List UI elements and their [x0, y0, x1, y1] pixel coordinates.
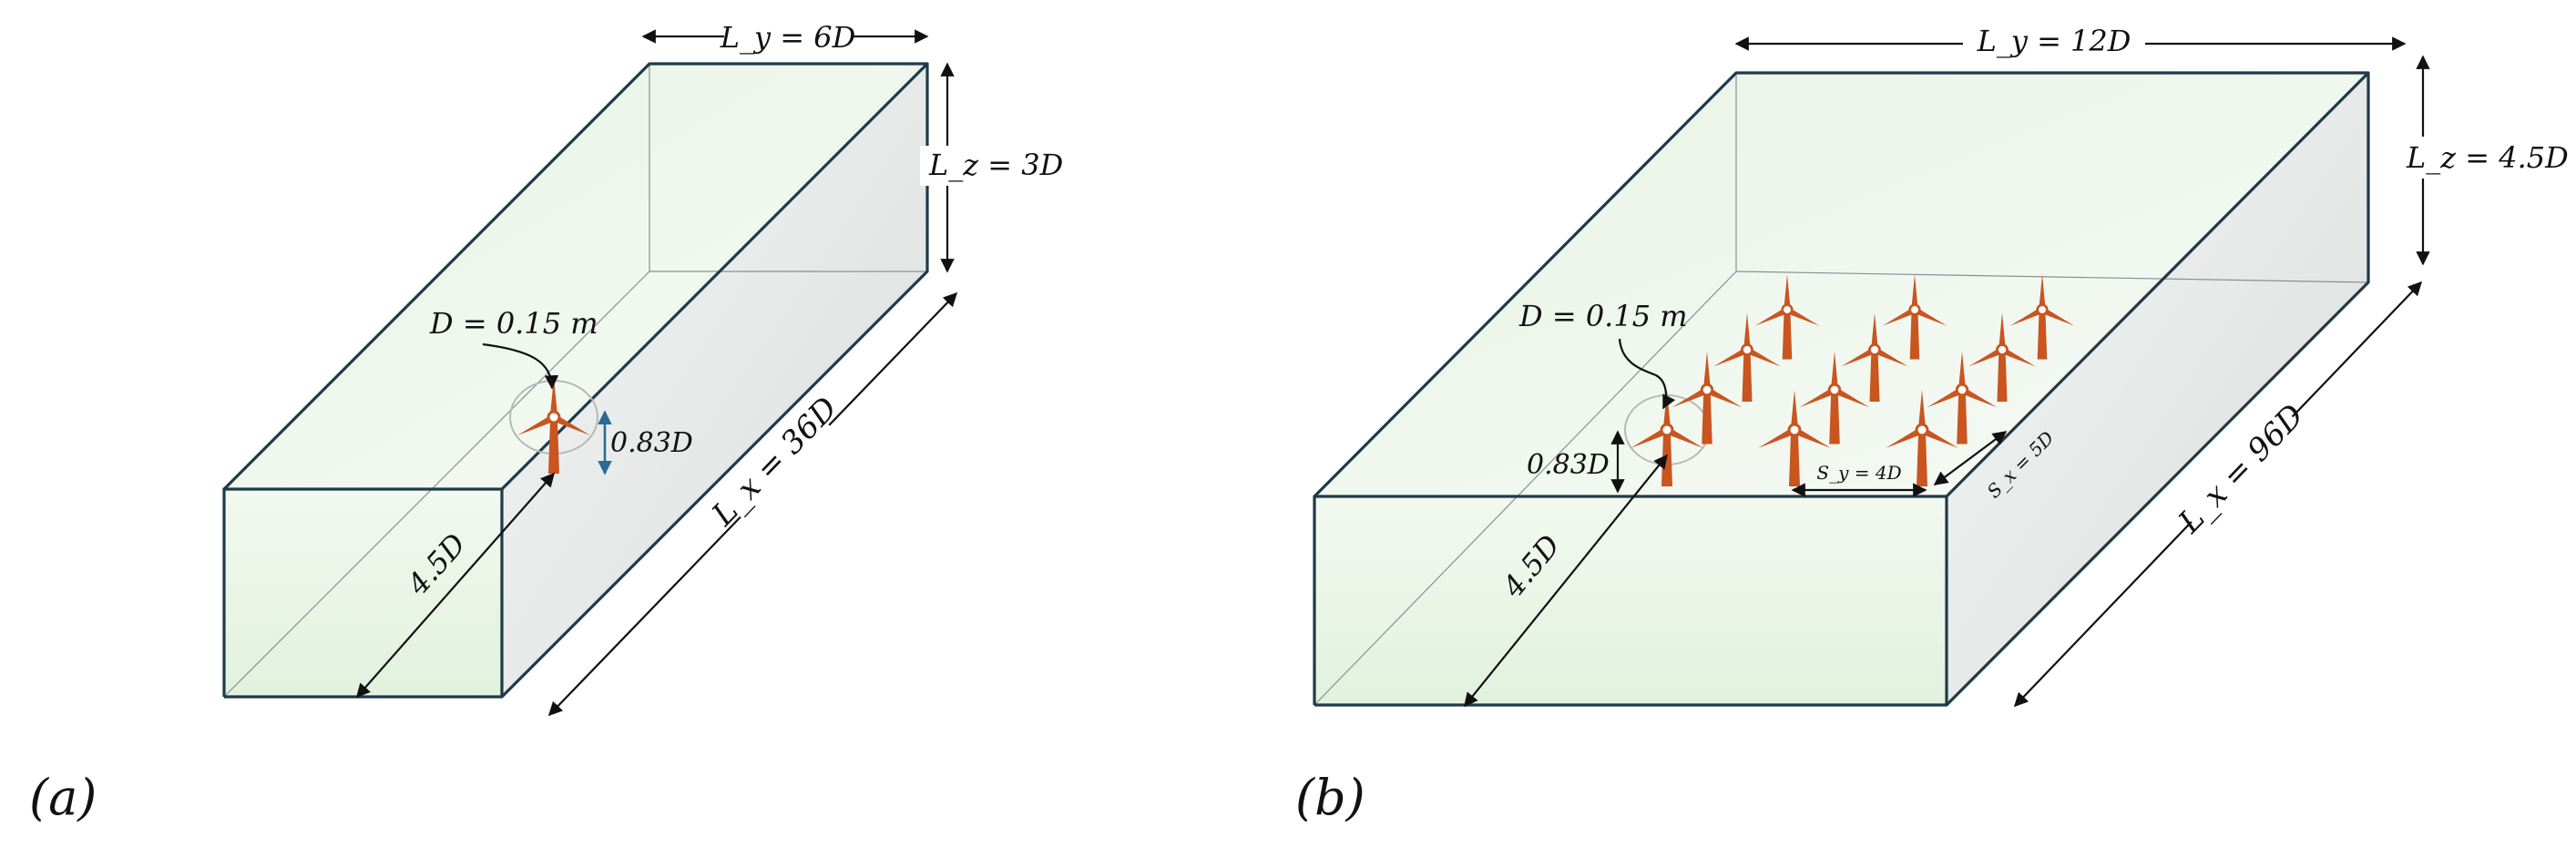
turbine-blade — [1791, 390, 1798, 428]
label-sy-b: S_y = 4D — [1816, 462, 1901, 484]
turbine-tower — [1789, 434, 1800, 486]
turbine-blade — [1785, 307, 1820, 326]
turbine-tower — [1782, 312, 1793, 360]
pointer-diameter-b — [1618, 338, 1676, 410]
turbine-hub — [1868, 343, 1881, 356]
turbine-blade — [1665, 427, 1703, 448]
turbine-blade — [1882, 307, 1917, 326]
turbine-tower — [2037, 312, 2048, 360]
turbine-b-2-1 — [1841, 312, 1908, 403]
turbine-blade — [1911, 274, 1918, 309]
turbine-blade — [1758, 427, 1796, 448]
turbine-blade — [1799, 387, 1836, 408]
label-lz-b: L_z = 4.5D — [2406, 140, 2569, 175]
label-ly-a: L_y = 6D — [720, 20, 856, 55]
turbine-hub — [2036, 303, 2049, 316]
dim-inlet-offset-b — [1464, 454, 1668, 708]
turbine-b-2-0 — [1713, 312, 1781, 403]
box-b-front-face — [1314, 496, 1947, 705]
turbine-blade — [1705, 387, 1743, 408]
turbine-b-3-1 — [1882, 274, 1947, 360]
turbine-b-0-1 — [1758, 390, 1831, 486]
turbine-hub — [1827, 383, 1842, 397]
turbine-hub — [1787, 423, 1802, 437]
label-diameter-a: D = 0.15 m — [429, 306, 598, 341]
turbine-hub — [1996, 343, 2009, 356]
turbine-blade — [1793, 427, 1831, 448]
domain-box-b — [1313, 71, 2370, 707]
turbine-blade — [1886, 427, 1924, 448]
turbine-b-3-0 — [1754, 274, 1820, 360]
box-b-top-face — [1314, 73, 2368, 496]
turbine-blade — [1833, 387, 1870, 408]
turbine-blade — [1958, 351, 1966, 389]
turbine-tower — [1957, 393, 1968, 444]
turbine-blade — [1831, 351, 1838, 389]
turbine-blade — [1913, 307, 1947, 326]
turbine-tower — [1829, 393, 1840, 444]
turbine-tower — [1909, 312, 1920, 360]
panel-label-b: (b) — [1295, 769, 1365, 826]
turbine-tower — [1869, 352, 1880, 403]
turbine-blade — [1784, 274, 1791, 309]
box-a-top-edges — [222, 62, 929, 491]
domain-box-a — [222, 62, 929, 699]
turbine-blade — [517, 414, 556, 435]
turbine-blade — [1927, 387, 1964, 408]
turbine-blade — [1918, 390, 1926, 428]
turbine-blade — [1745, 347, 1781, 367]
turbine-blade — [1754, 307, 1789, 326]
label-hub-height-b: 0.83D — [1527, 449, 1610, 481]
panel-a: L_y = 6D L_z = 3D L_x = 36D 4.5D 0.83D D… — [29, 16, 1063, 826]
turbine-blade — [1998, 312, 2006, 349]
turbine-blade — [1713, 347, 1749, 367]
panel-b: L_y = 12D L_z = 4.5D L_x = 96D 4.5D 0.83… — [1295, 22, 2569, 826]
box-a-front-face — [224, 489, 502, 697]
turbine-blade — [1743, 312, 1751, 349]
turbine-hub — [1700, 383, 1714, 397]
turbine-blade — [1968, 347, 2004, 367]
turbine-tower — [1702, 393, 1712, 444]
label-diameter-b: D = 0.15 m — [1518, 299, 1688, 333]
turbine-hub — [1915, 423, 1929, 437]
turbine-blade — [1960, 387, 1998, 408]
turbine-blade — [1841, 347, 1876, 367]
turbine-blade — [1703, 351, 1711, 389]
label-lz-a: L_z = 3D — [928, 148, 1063, 182]
dim-inlet-offset-a — [355, 472, 556, 699]
box-a-top-face — [224, 64, 927, 489]
turbine-hub — [1908, 303, 1921, 316]
label-ly-b: L_y = 12D — [1977, 24, 2131, 58]
turbine-hub — [1660, 423, 1674, 437]
turbine-blade — [1873, 347, 1908, 367]
turbine-hub — [1741, 343, 1753, 356]
turbine-blade — [1671, 387, 1709, 408]
pointer-diameter-a — [482, 342, 559, 390]
turbine-hub — [1955, 383, 1969, 397]
box-b-hidden-back-bottom — [1735, 271, 2369, 283]
dim-sx-b — [1933, 431, 2008, 485]
turbine-blade — [1871, 312, 1878, 349]
turbine-tower — [1997, 352, 2008, 403]
turbine-hub — [547, 410, 561, 424]
turbine-tower — [548, 421, 559, 474]
turbine-tower — [1917, 434, 1927, 486]
turbine-tower — [1742, 352, 1753, 403]
turbine-hub — [1781, 303, 1794, 316]
panel-label-a: (a) — [29, 769, 97, 826]
turbine-blade — [1630, 427, 1669, 448]
turbine-b-1-1 — [1799, 351, 1870, 444]
turbine-b-1-0 — [1671, 351, 1743, 444]
label-hub-height-a: 0.83D — [610, 427, 693, 459]
